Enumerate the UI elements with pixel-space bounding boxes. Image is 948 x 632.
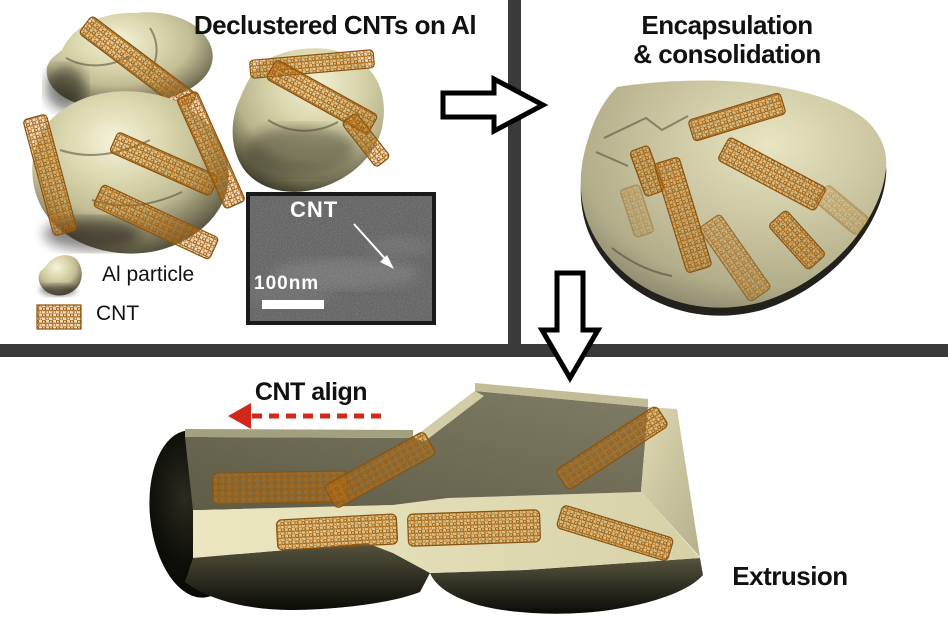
al-particle-cluster [23,12,390,260]
vertical-divider [508,0,521,357]
legend-al-particle-label: Al particle [102,263,195,286]
cnt-ribbon [699,214,771,302]
cnt-ribbon [325,432,435,508]
cnt-ribbon [556,505,674,561]
cnt-ribbon [109,132,219,196]
cnt-ribbon [275,513,399,551]
extrusion-die [149,383,703,614]
cnt-ribbon [815,185,869,235]
sem-inset: CNT 100nm [246,192,436,325]
flow-arrow-down-icon [537,270,603,383]
cnt-ribbon [769,210,825,270]
cnt-ribbon [688,92,786,142]
panel-encapsulation-title: Encapsulation & consolidation [597,11,857,69]
legend-cnt-label: CNT [96,302,140,325]
panel-encapsulation-title-line2: & consolidation [633,39,821,69]
cnt-ribbon [407,509,541,547]
cnt-ribbon [620,184,654,238]
consolidated-disc [580,80,887,316]
cnt-ribbon [23,114,77,236]
cnt-ribbon [177,91,245,209]
extrusion-label: Extrusion [732,561,848,591]
cnt-pointer-arrow-icon [353,223,394,269]
cnt-align-arrow-icon [228,403,384,429]
sem-scale-bar [262,300,324,309]
cnt-ribbon [654,157,712,273]
al-particle-icon [38,255,82,296]
sem-cnt-label: CNT [290,197,339,222]
panel-encapsulation-title-line1: Encapsulation [641,10,813,40]
sem-scale-text: 100nm [254,273,320,294]
cnt-swatch-icon [36,304,82,330]
cnt-ribbon [342,113,390,167]
cnt-align-label: CNT align [254,378,368,406]
panel-declustered-title: Declustered CNTs on Al [193,10,477,40]
cnt-ribbon [266,60,378,134]
cnt-ribbon [93,184,219,260]
horizontal-divider [0,344,948,357]
flow-arrow-right-icon [440,74,549,136]
cnt-ribbon [556,406,668,490]
